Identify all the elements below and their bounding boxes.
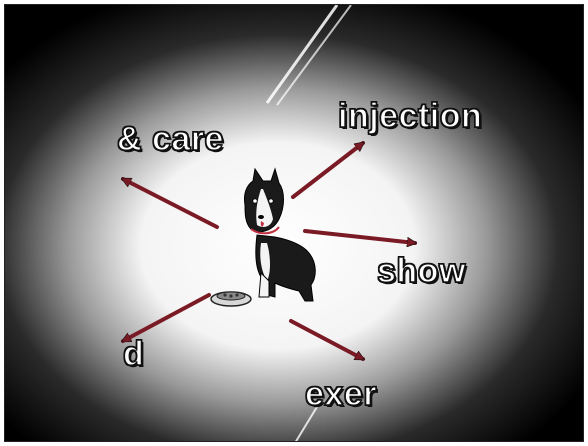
- slide-scene: [5, 5, 584, 442]
- label-food: d: [123, 337, 144, 371]
- background-glow: [5, 5, 584, 442]
- slide-canvas: & care injection show d exer: [4, 4, 584, 442]
- label-care: & care: [117, 122, 224, 156]
- label-exercise: exer: [305, 377, 377, 411]
- food-bowl-icon: [211, 292, 251, 306]
- label-show: show: [377, 254, 466, 288]
- label-injection: injection: [338, 99, 482, 133]
